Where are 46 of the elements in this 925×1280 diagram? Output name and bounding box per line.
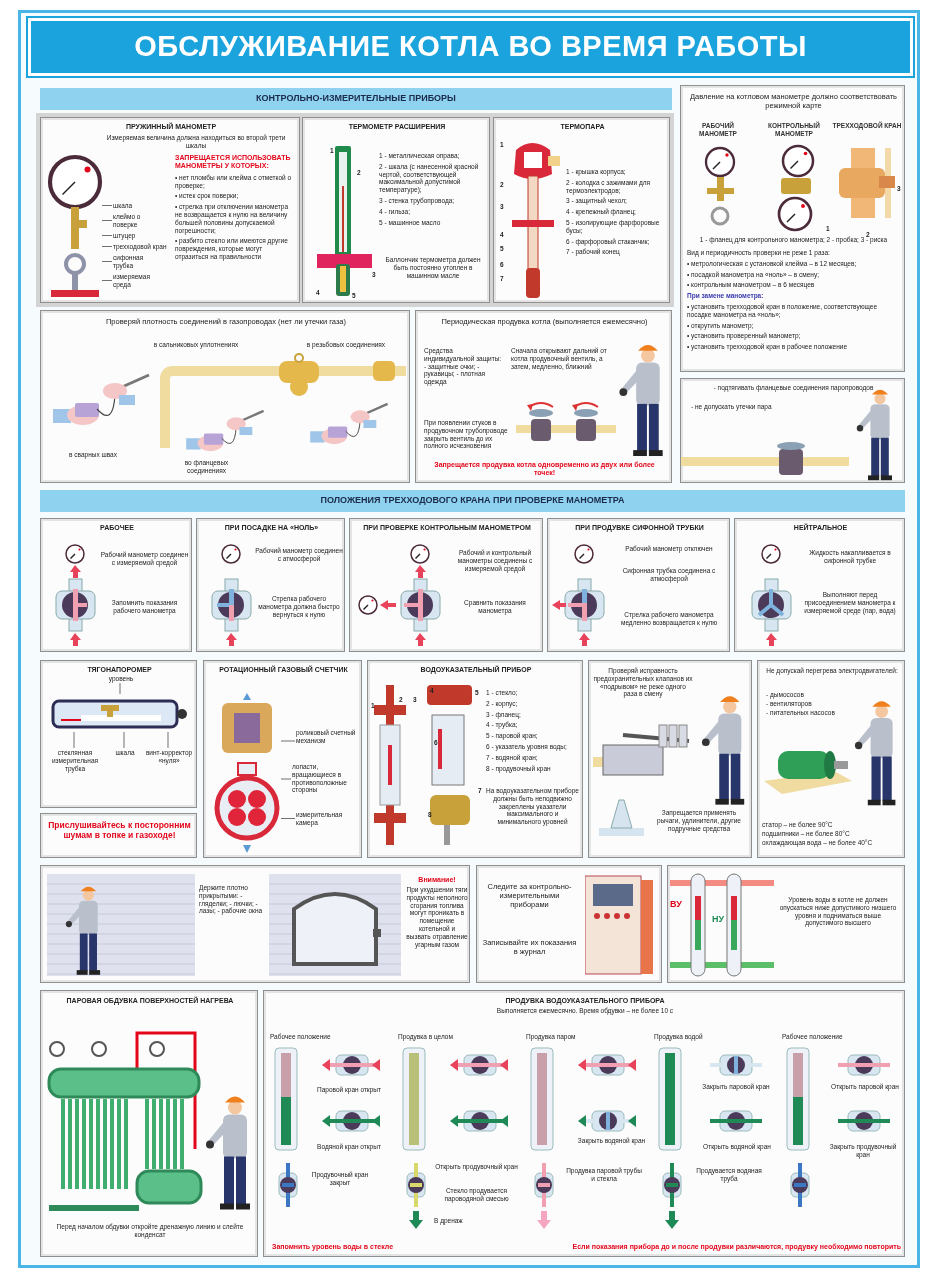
info-panel xyxy=(588,660,752,858)
info-panel xyxy=(40,518,192,652)
info-panel xyxy=(547,518,730,652)
info-panel xyxy=(302,117,490,303)
info-panel xyxy=(263,990,905,1257)
info-panel xyxy=(680,85,905,372)
leader-line xyxy=(123,731,125,749)
leader-line xyxy=(167,731,169,749)
leader-line xyxy=(280,778,292,780)
info-panel xyxy=(367,660,583,858)
section-heading: ПОЛОЖЕНИЯ ТРЕХХОДОВОГО КРАНА ПРИ ПРОВЕРКЕ МАНОМЕТРА xyxy=(320,494,625,508)
leader-line xyxy=(119,682,121,695)
info-panel xyxy=(476,865,662,983)
leader-line xyxy=(101,205,113,206)
section-heading: КОНТРОЛЬНО-ИЗМЕРИТЕЛЬНЫЕ ПРИБОРЫ xyxy=(256,92,456,106)
leader-line xyxy=(280,818,296,819)
info-panel xyxy=(349,518,543,652)
leader-line xyxy=(280,740,296,742)
warning-text: Прислушивайтесь к посторонним шумам в топке и газоходе! xyxy=(47,820,192,841)
info-panel xyxy=(196,518,345,652)
leader-line xyxy=(73,731,75,749)
info-panel xyxy=(680,378,905,483)
info-panel xyxy=(415,310,672,483)
leader-line xyxy=(101,261,113,262)
info-panel xyxy=(493,117,670,303)
section-header-bar xyxy=(40,88,672,110)
info-panel xyxy=(40,310,410,483)
level-mark: ВУ xyxy=(670,900,682,909)
leader-line xyxy=(101,280,113,281)
info-panel xyxy=(40,117,300,303)
info-panel xyxy=(757,660,905,858)
level-mark: НУ xyxy=(712,915,725,924)
leader-line xyxy=(101,220,113,221)
title-text: ОБСЛУЖИВАНИЕ КОТЛА ВО ВРЕМЯ РАБОТЫ xyxy=(134,29,807,65)
info-panel xyxy=(40,990,258,1257)
info-panel xyxy=(40,865,470,983)
info-panel xyxy=(203,660,362,858)
gas-meter-drawing xyxy=(212,693,282,853)
info-panel xyxy=(40,660,197,808)
section-header-bar xyxy=(40,490,905,512)
info-panel xyxy=(40,813,197,858)
info-panel xyxy=(667,865,905,983)
info-panel xyxy=(734,518,905,652)
leader-line xyxy=(101,246,113,247)
leader-line xyxy=(101,235,113,236)
pressure-gauge-drawing xyxy=(47,154,103,300)
